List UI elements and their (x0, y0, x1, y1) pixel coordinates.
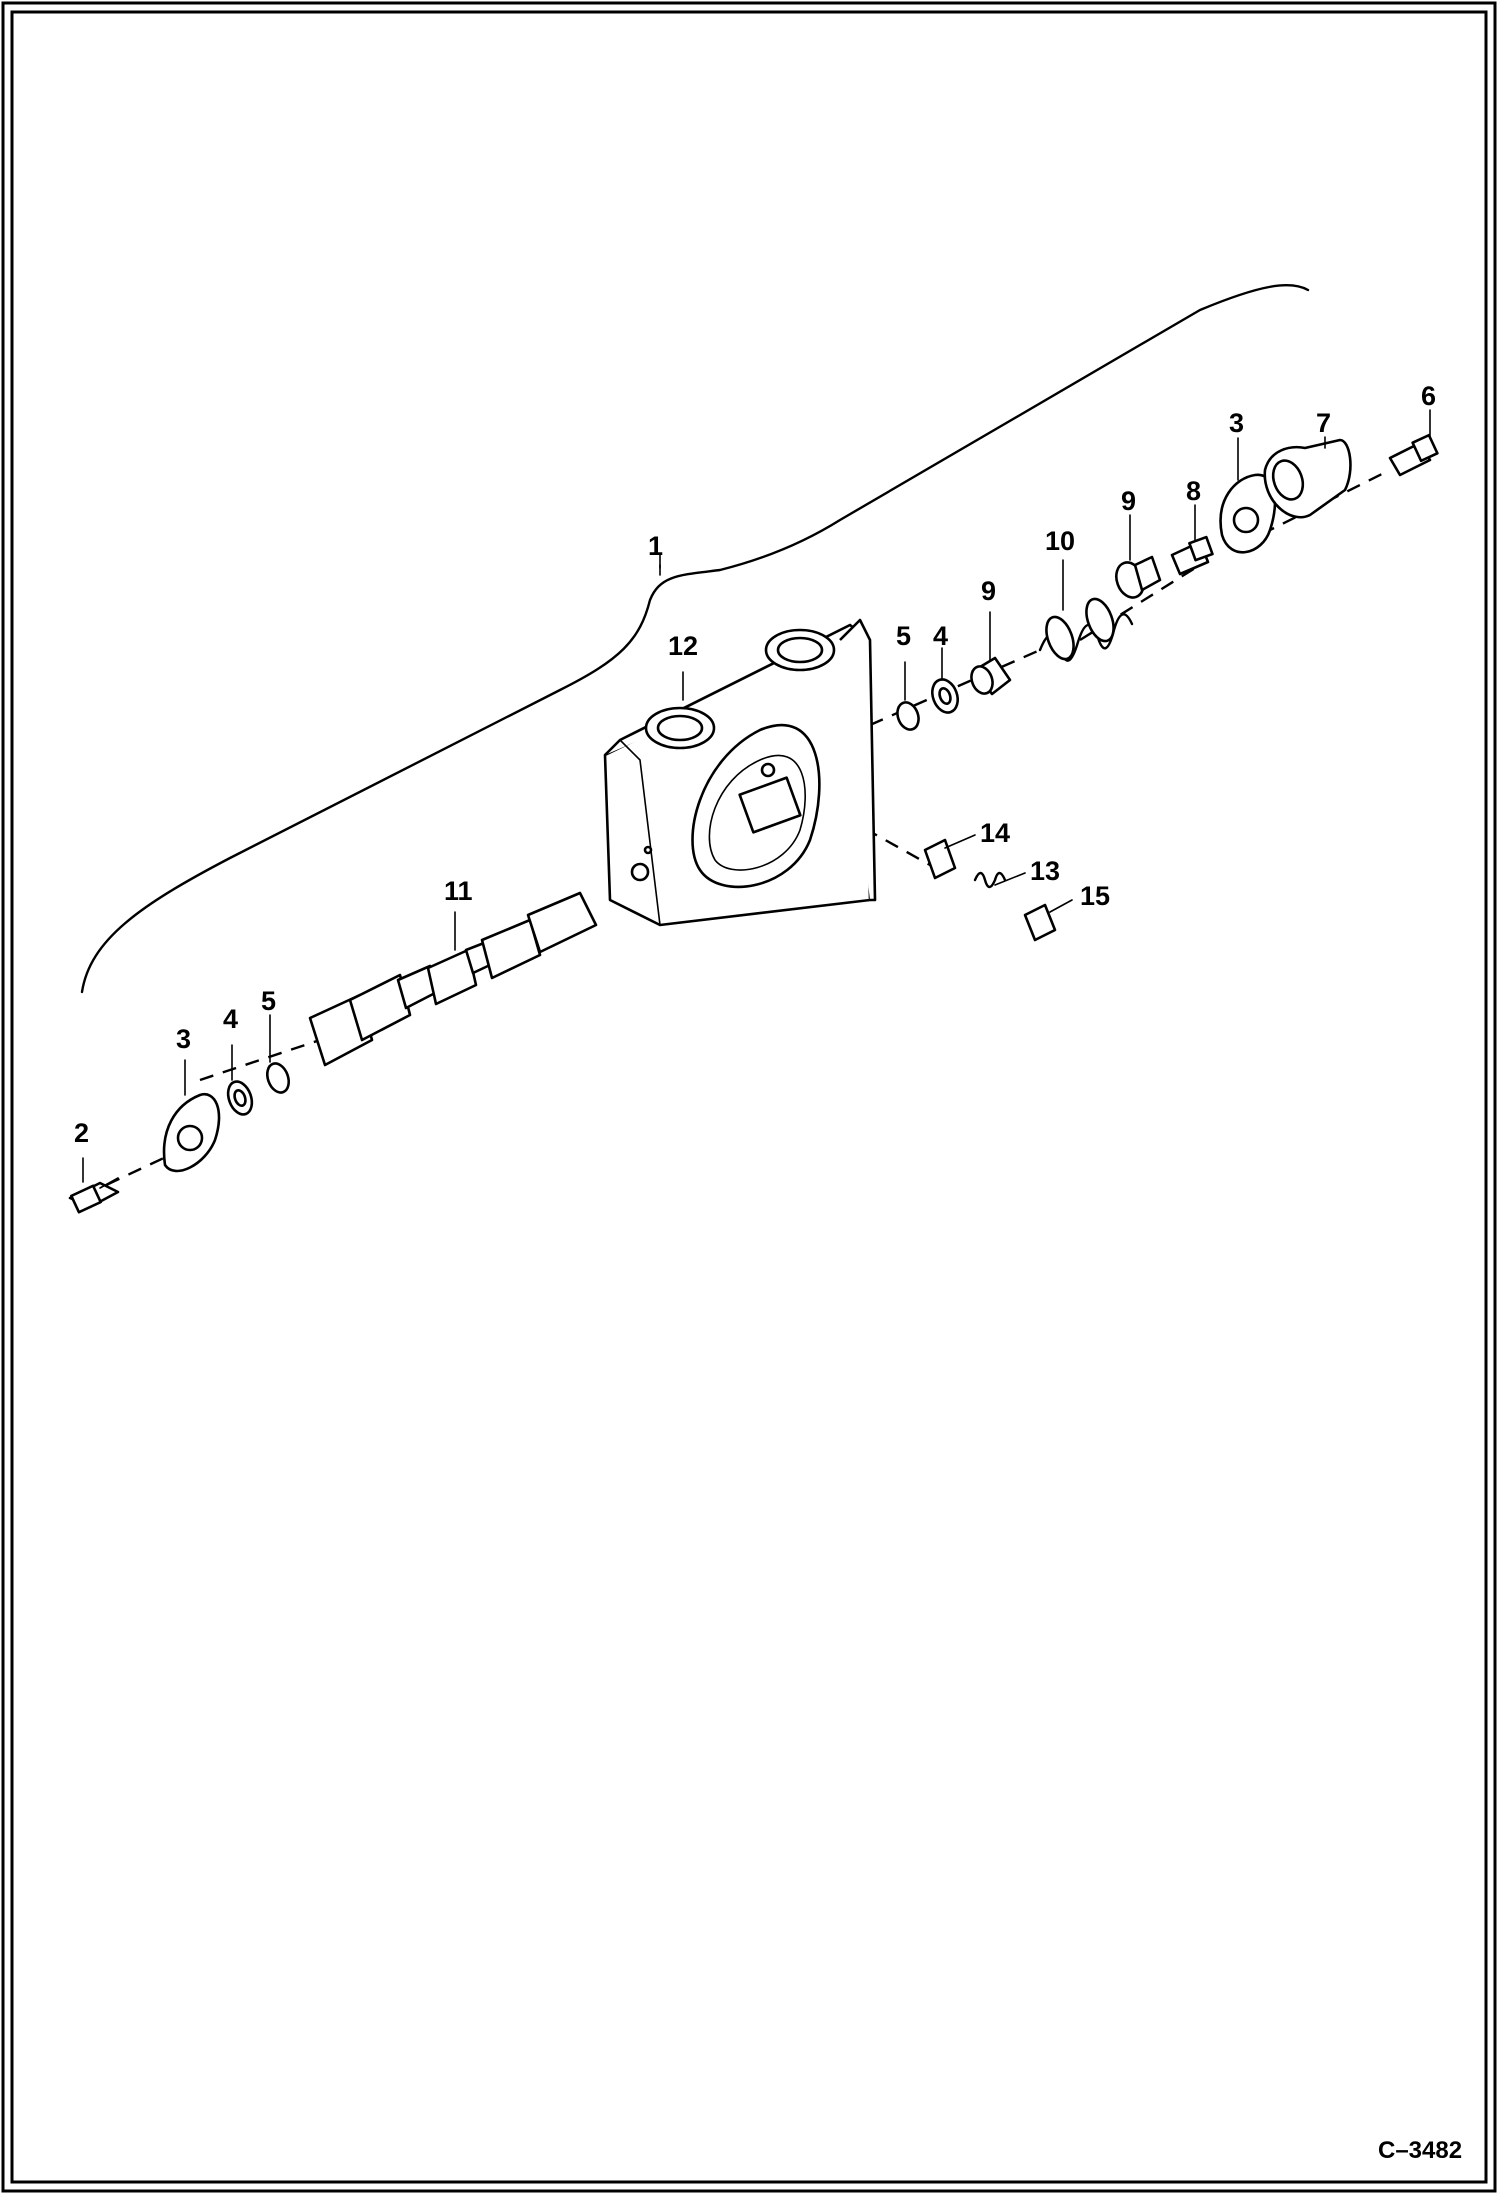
part-7-cap (1263, 438, 1352, 519)
part-8-bolt (1170, 535, 1214, 576)
callout-3-right: 3 (1229, 408, 1244, 438)
part-12-valve-body (603, 618, 877, 927)
callout-15: 15 (1080, 881, 1110, 911)
callout-6: 6 (1421, 381, 1436, 411)
part-5-oring-right (896, 701, 920, 731)
callout-9-lower: 9 (981, 576, 996, 606)
part-6-screw (1388, 433, 1439, 477)
part-9-spring-seat-lower (970, 656, 1012, 696)
callout-2: 2 (74, 1118, 89, 1148)
assembly-brace (80, 284, 1310, 994)
part-14-plug (923, 838, 957, 880)
callout-11: 11 (444, 876, 473, 906)
part-10-spring (1038, 597, 1134, 662)
callout-4-right: 4 (933, 621, 948, 651)
callout-4-left: 4 (223, 1004, 238, 1034)
figure-id: C–3482 (1378, 2137, 1462, 2164)
spool-axis-line (199, 1038, 321, 1082)
callout-5-right: 5 (896, 621, 911, 651)
part-13-spring-small (973, 871, 1007, 889)
inner-border (10, 10, 1488, 2184)
callout-5-left: 5 (261, 986, 276, 1016)
callout-7: 7 (1316, 408, 1331, 438)
part-3-flange-left (162, 1092, 221, 1173)
callout-9-upper: 9 (1121, 486, 1136, 516)
callout-10: 10 (1045, 526, 1075, 556)
callout-8: 8 (1186, 476, 1201, 506)
callout-12: 12 (668, 631, 698, 661)
left-axis-line (84, 1146, 186, 1197)
part-2-screw (68, 1177, 120, 1214)
callout-3-left: 3 (176, 1024, 191, 1054)
leader-lines (82, 409, 1431, 1183)
callout-14: 14 (980, 818, 1010, 848)
callout-1: 1 (648, 531, 663, 561)
part-15-plug (1023, 903, 1057, 942)
callout-13: 13 (1030, 856, 1060, 886)
part-5-oring-left (265, 1062, 291, 1094)
part-11-spool (308, 891, 598, 1067)
part-9-spring-seat-upper (1115, 555, 1162, 599)
part-3-flange-right (1219, 473, 1277, 554)
